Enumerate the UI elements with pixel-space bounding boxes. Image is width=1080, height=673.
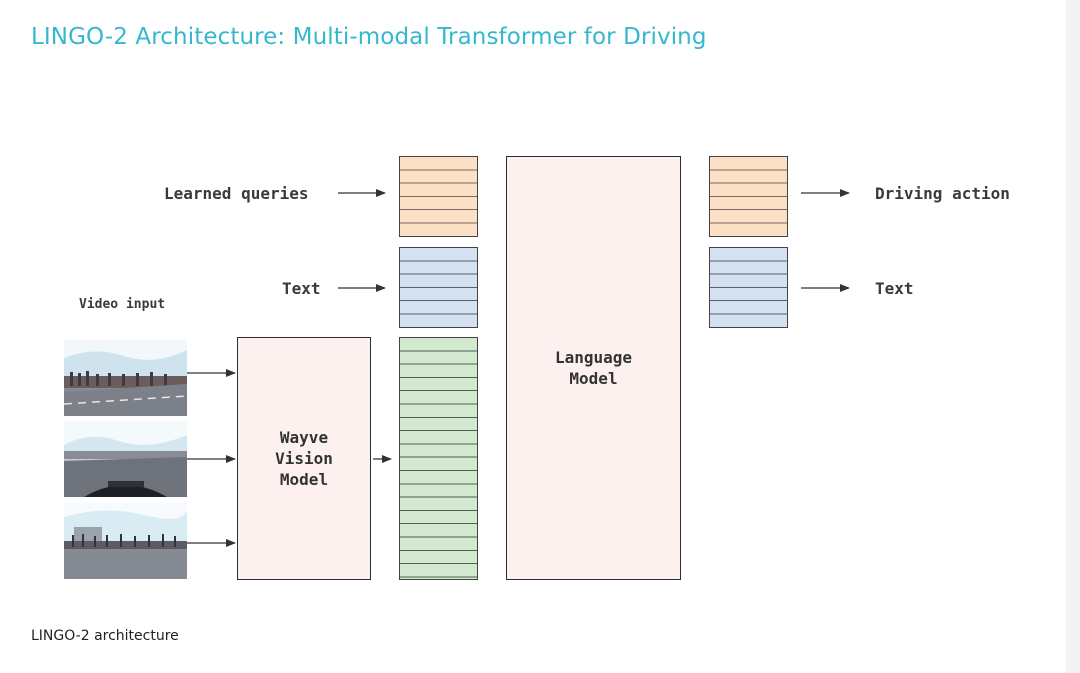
page-title: LINGO-2 Architecture: Multi-modal Transf…: [31, 24, 707, 50]
text-output-token-stack: [709, 247, 788, 328]
vision-token-stack: [399, 337, 478, 580]
language-model-block: Language Model: [506, 156, 681, 580]
wayve-vision-model-block: Wayve Vision Model: [237, 337, 371, 580]
video-frame-icon: [64, 421, 187, 497]
text-output-label: Text: [875, 279, 914, 298]
video-input-label: Video input: [79, 297, 166, 312]
learned-queries-label: Learned queries: [164, 184, 309, 203]
figure-caption: LINGO-2 architecture: [31, 628, 179, 644]
page-edge: [1066, 0, 1080, 673]
text-input-label: Text: [282, 279, 321, 298]
driving-action-label: Driving action: [875, 184, 1010, 203]
video-frame-icon: [64, 503, 187, 579]
learned-queries-token-stack: [399, 156, 478, 237]
text-token-stack: [399, 247, 478, 328]
driving-action-token-stack: [709, 156, 788, 237]
video-frame-icon: [64, 340, 187, 416]
